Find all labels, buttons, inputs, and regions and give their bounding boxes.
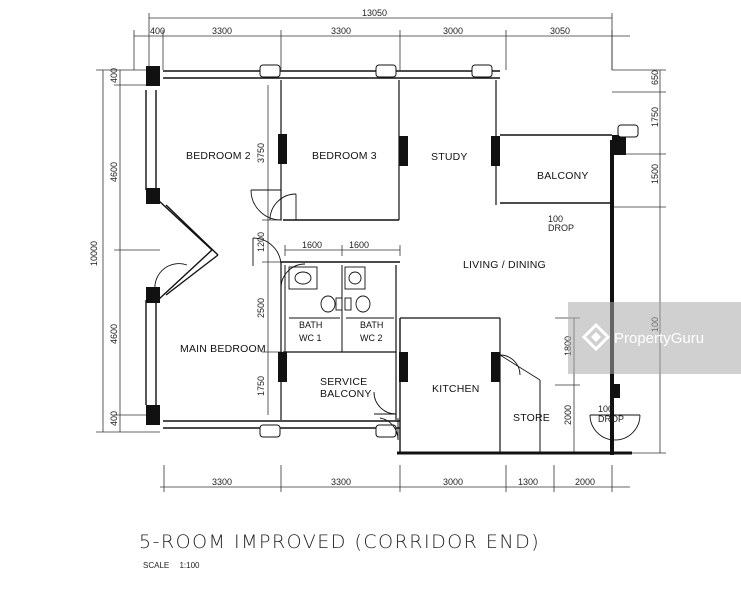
- scale-label: SCALE: [143, 561, 170, 570]
- room-label-main-bedroom: MAIN BEDROOM: [180, 343, 266, 355]
- room-label-study: STUDY: [431, 151, 468, 163]
- dim-left-inner-3: 1750: [256, 376, 266, 396]
- dim-right-5: 2000: [563, 405, 573, 425]
- dim-overall-top: 13050: [362, 8, 387, 18]
- room-label-living-dining: LIVING / DINING: [463, 259, 546, 271]
- room-label-bath2-line2: WC 2: [360, 333, 383, 343]
- room-label-bath1-line1: BATH: [299, 320, 322, 330]
- drop-label-2: DROP: [598, 414, 624, 424]
- door-swings: [154, 189, 641, 441]
- watermark-text: PropertyGuru: [614, 330, 705, 347]
- dim-left-outer-2: 4600: [109, 324, 119, 344]
- room-label-bath2-line1: BATH: [360, 320, 383, 330]
- dim-left-outer-0: 400: [109, 68, 119, 83]
- dim-top-3: 3000: [443, 26, 463, 36]
- dim-bottom-2: 3000: [443, 477, 463, 487]
- scale-note: SCALE 1:100: [143, 561, 208, 570]
- dim-top-1: 3300: [212, 26, 232, 36]
- bathroom-fixtures: [288, 266, 394, 319]
- room-label-bedroom2: BEDROOM 2: [186, 150, 251, 162]
- dim-top-0: 400: [150, 26, 165, 36]
- walls: [145, 70, 632, 455]
- dim-right-2: 1500: [650, 164, 660, 184]
- window-frames: [259, 64, 639, 438]
- dim-left-outer-1: 4600: [109, 162, 119, 182]
- room-label-bath1-line2: WC 1: [299, 333, 322, 343]
- drop-value-1: 100: [548, 214, 563, 224]
- dim-left-inner-2: 2500: [256, 298, 266, 318]
- room-label-balcony: BALCONY: [537, 170, 589, 182]
- dim-bottom-4: 2000: [575, 477, 595, 487]
- dim-bottom-0: 3300: [212, 477, 232, 487]
- propertyguru-logo-icon: [582, 323, 610, 351]
- room-label-service-line2: BALCONY: [320, 388, 372, 400]
- dim-left-inner-1: 1200: [256, 232, 266, 252]
- scale-value: 1:100: [179, 561, 200, 570]
- dim-interior-1: 1600: [302, 240, 322, 250]
- dim-left-overall: 10000: [89, 241, 99, 266]
- drop-value-2: 100: [598, 404, 613, 414]
- plan-title: 5-ROOM IMPROVED (CORRIDOR END): [139, 531, 541, 553]
- wall-columns: [146, 66, 626, 425]
- dim-right-0: 650: [650, 70, 660, 85]
- dim-top-2: 3300: [331, 26, 351, 36]
- room-label-kitchen: KITCHEN: [432, 383, 480, 395]
- room-label-service-line1: SERVICE: [320, 376, 367, 388]
- room-label-bedroom3: BEDROOM 3: [312, 150, 377, 162]
- room-label-store: STORE: [513, 412, 550, 424]
- dim-right-1: 1750: [650, 107, 660, 127]
- dim-bottom-1: 3300: [331, 477, 351, 487]
- room-labels: BEDROOM 2 BEDROOM 3 STUDY BALCONY LIVING…: [180, 150, 624, 424]
- drop-label-1: DROP: [548, 223, 574, 233]
- dim-bottom-3: 1300: [518, 477, 538, 487]
- dimension-lines: [96, 13, 666, 492]
- dim-interior-0: 1600: [349, 240, 369, 250]
- dim-left-inner-0: 3750: [256, 143, 266, 163]
- dim-left-outer-3: 400: [109, 411, 119, 426]
- dim-top-4: 3050: [550, 26, 570, 36]
